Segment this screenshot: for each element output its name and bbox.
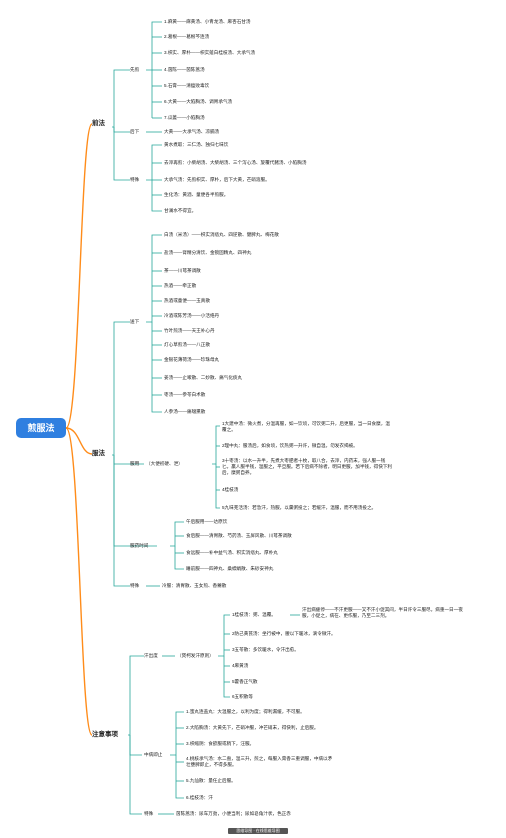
leaf[interactable]: 人参汤——痛啜熏散 [164, 409, 206, 414]
leaf[interactable]: 3十枣汤：以水一升半，先煮大枣肥者十枚，取八合，去滓，内药末，强人服一钱匕，羸人… [222, 458, 392, 475]
leaf[interactable]: 食后服——清胃散、芍药汤、玉屏风散、川芎茶调散 [186, 533, 292, 538]
leaf[interactable]: 茵陈蒿汤：尿车万劲，小便当利；尿如皂角汁状，色正赤 [176, 811, 291, 816]
leaf[interactable]: 6.桂枝汤：汗 [186, 795, 213, 800]
leaf[interactable]: 生化汤：黄酒、童便各半煎服。 [164, 192, 229, 197]
leaf[interactable]: 7.瓜蒌——小陷胸汤 [164, 115, 205, 120]
leaf[interactable]: 6五积散等 [232, 694, 253, 699]
leaf[interactable]: 1桂枝汤：粥、温覆。 [232, 612, 276, 617]
leaf[interactable]: 金银花薄荷汤——珍珠母丸 [164, 357, 220, 362]
leaf[interactable]: 1大建中汤：微火煮，分温再服，如一饮顷，可饮粥二升，后更服，当一日食糜，温覆之。 [222, 421, 390, 432]
leaf[interactable]: 睡前服——四神丸、桑螵蛸散、朱砂安神丸 [186, 566, 274, 571]
node-special[interactable]: 特殊 [130, 177, 140, 182]
leaf[interactable]: 2防己黄芪汤：坐行被中，腰以下暖冰，滴令微汗。 [232, 631, 336, 636]
leaf[interactable]: 热酒或童便——玉真散 [164, 298, 210, 303]
node-pre-meal[interactable]: 送下 [130, 319, 140, 324]
leaf[interactable]: 1.麻黄——麻黄汤、小青龙汤、麻杏石甘汤 [164, 19, 251, 24]
leaf[interactable]: 1.蜜丸连盖丸：大温服之，以利为度；得利漏缓，不可服。 [186, 709, 305, 714]
root-branches [65, 123, 93, 736]
root-node[interactable]: 煎服法 [16, 418, 66, 438]
leaf[interactable]: 4.茵陈——茵陈蒿汤 [164, 67, 205, 72]
leaf[interactable]: 盐汤——肾精分清饮、金锁固精丸、四神丸 [164, 250, 252, 255]
leaf[interactable]: 3.枳实、厚朴——枳实薤白桂枝汤、大承气汤 [164, 50, 256, 55]
leaf[interactable]: 3五苓散：多饮暖水，令汗出愈。 [232, 647, 299, 652]
node-stop[interactable]: 中病即止 [144, 752, 163, 757]
leaf[interactable]: 2理中丸：服汤后，如食顷，饮热粥一升许，微自温，勿发衣揭被。 [222, 443, 358, 448]
leaf[interactable]: 冷酒或陈芳汤——小活络丹 [164, 313, 220, 318]
leaf[interactable]: 白汤（米汤）——枳实消痞丸、四逆散、健脾丸、梅花散 [164, 232, 279, 237]
leaf[interactable]: 枣汤——参苓白术散 [164, 392, 206, 397]
leaf[interactable]: 茶——川芎茶调散 [164, 268, 201, 273]
leaf[interactable]: 热酒——牵正散 [164, 283, 197, 288]
node-special[interactable]: 特殊 [144, 811, 154, 816]
branch-dosage[interactable]: 服法 [92, 450, 105, 457]
branch-decoction[interactable]: 煎法 [92, 120, 105, 127]
leaf[interactable]: 姜汤——止嗽散、二妙散、痛气化痰丸 [164, 375, 243, 380]
leaf[interactable]: 汗出病瘥停——不汗更服——又不汗小促其间，半日许令三服尽。病重一日一夜服，小促之… [302, 607, 463, 618]
leaf[interactable]: 甘澜水不得宜。 [164, 208, 197, 213]
leaf[interactable]: 黄水煮取：三仁汤、独归七味饮 [164, 142, 229, 147]
leaf[interactable]: 6.大黄——大陷胸汤、调胃承气汤 [164, 99, 233, 104]
leaf[interactable]: 冷服：清胃散、玉女煎、香薷散 [162, 583, 227, 588]
leaf[interactable]: 竹叶煎汤——天王补心丹 [164, 328, 215, 333]
leaf[interactable]: 灯心草煎汤——八正散 [164, 342, 210, 347]
leaf[interactable]: 午后服用——达原饮 [186, 519, 228, 524]
leaf[interactable]: 去滓再煎：小柴胡汤、大柴胡汤、三个泻心汤、旋覆代赭汤、小陷胸汤 [164, 160, 307, 165]
node-method[interactable]: 服用 [130, 461, 140, 466]
leaf[interactable]: 2.葛根——葛根芩连汤 [164, 34, 210, 39]
branch-lines [112, 21, 300, 815]
leaf[interactable]: 大承气汤：先煎枳实、厚朴，后下大黄，芒硝溶服。 [164, 177, 270, 182]
node-timing[interactable]: 服药时间 [130, 543, 149, 548]
leaf[interactable]: 4桂枝汤 [222, 487, 239, 492]
leaf[interactable]: 3.枳缩阴：食欲服或稍下，汪服。 [186, 741, 255, 746]
node-sweat[interactable]: 汗出度 [144, 653, 158, 658]
leaf[interactable]: 5.九仙散：量任止后服。 [186, 778, 236, 783]
leaf[interactable]: 5.石膏——清瘟败毒饮 [164, 83, 210, 88]
node-special[interactable]: 特殊 [130, 583, 140, 588]
leaf[interactable]: 5九味羌活汤：若急汗，热服，以羹粥投之；若缓汗，温服，而不用汤投之。 [222, 505, 377, 510]
leaf[interactable]: 食远服——补中益气汤、积实消痞丸、厚朴丸 [186, 550, 278, 555]
leaf[interactable]: 2.大陷胸汤：大黄先下，芒硝冲服，冲芒硝末，得快利，止后服。 [186, 725, 319, 730]
node-method-sub[interactable]: （大便初硬、泄） [146, 461, 183, 466]
node-sweat-sub[interactable]: （煲柯发汗原则） [177, 653, 214, 658]
leaf[interactable]: 5藿香正气散 [232, 679, 258, 684]
leaf[interactable]: 大黄——大承气汤、凉膈汤 [164, 129, 220, 134]
watermark-footer: 思维导图 · 在线思维导图 [228, 828, 288, 834]
node-hou-xia[interactable]: 后下 [130, 129, 140, 134]
branch-notes[interactable]: 注意事项 [92, 731, 118, 738]
leaf[interactable]: 4麻黄汤 [232, 663, 249, 668]
leaf[interactable]: 4.桃核承气汤：水二盎，温三升，煎之，每服入膏香三重调服，中病以矛壮壅脾即止，不… [186, 756, 333, 767]
node-xian-jian[interactable]: 先煎 [130, 67, 140, 72]
